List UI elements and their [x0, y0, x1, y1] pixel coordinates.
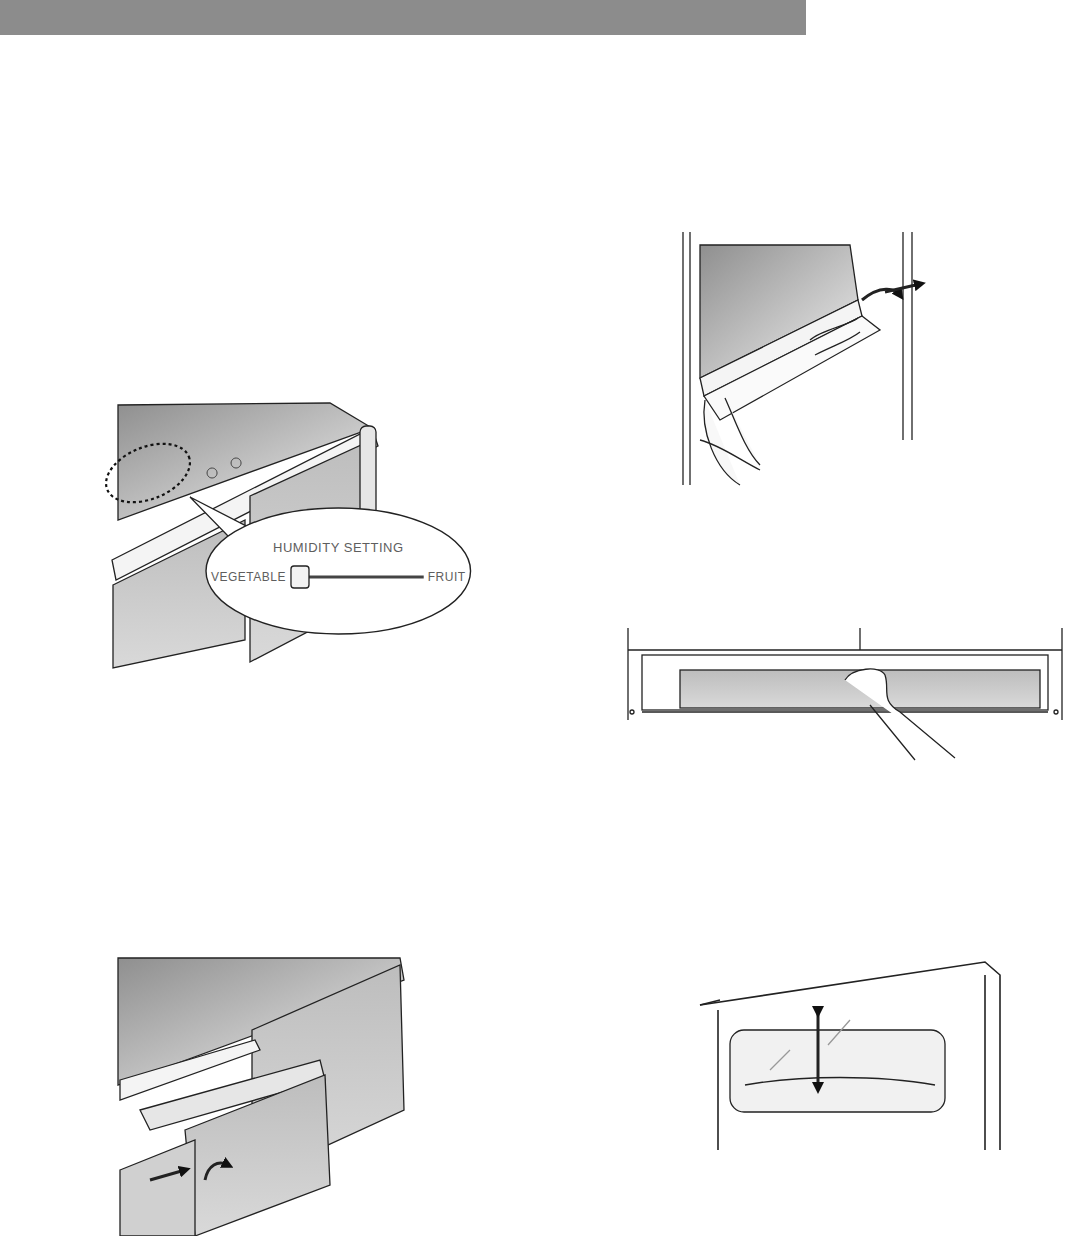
slider-label: FRUIT [428, 570, 466, 584]
drawer-figure [628, 628, 1062, 760]
setting-title: HUMIDITY SETTING [273, 540, 404, 555]
slider-label: VEGETABLE [211, 570, 286, 584]
slider-track [304, 576, 424, 579]
slider-knob [291, 566, 309, 588]
shelf-figure [683, 232, 920, 485]
highlight-ring [97, 432, 198, 513]
door-bin-figure [700, 962, 1000, 1150]
bubble-shape [206, 508, 471, 634]
header-bar [0, 0, 806, 35]
callout-bubble: HUMIDITY SETTING VEGETABLE FRUIT [205, 507, 472, 635]
cover-figure [118, 958, 404, 1236]
